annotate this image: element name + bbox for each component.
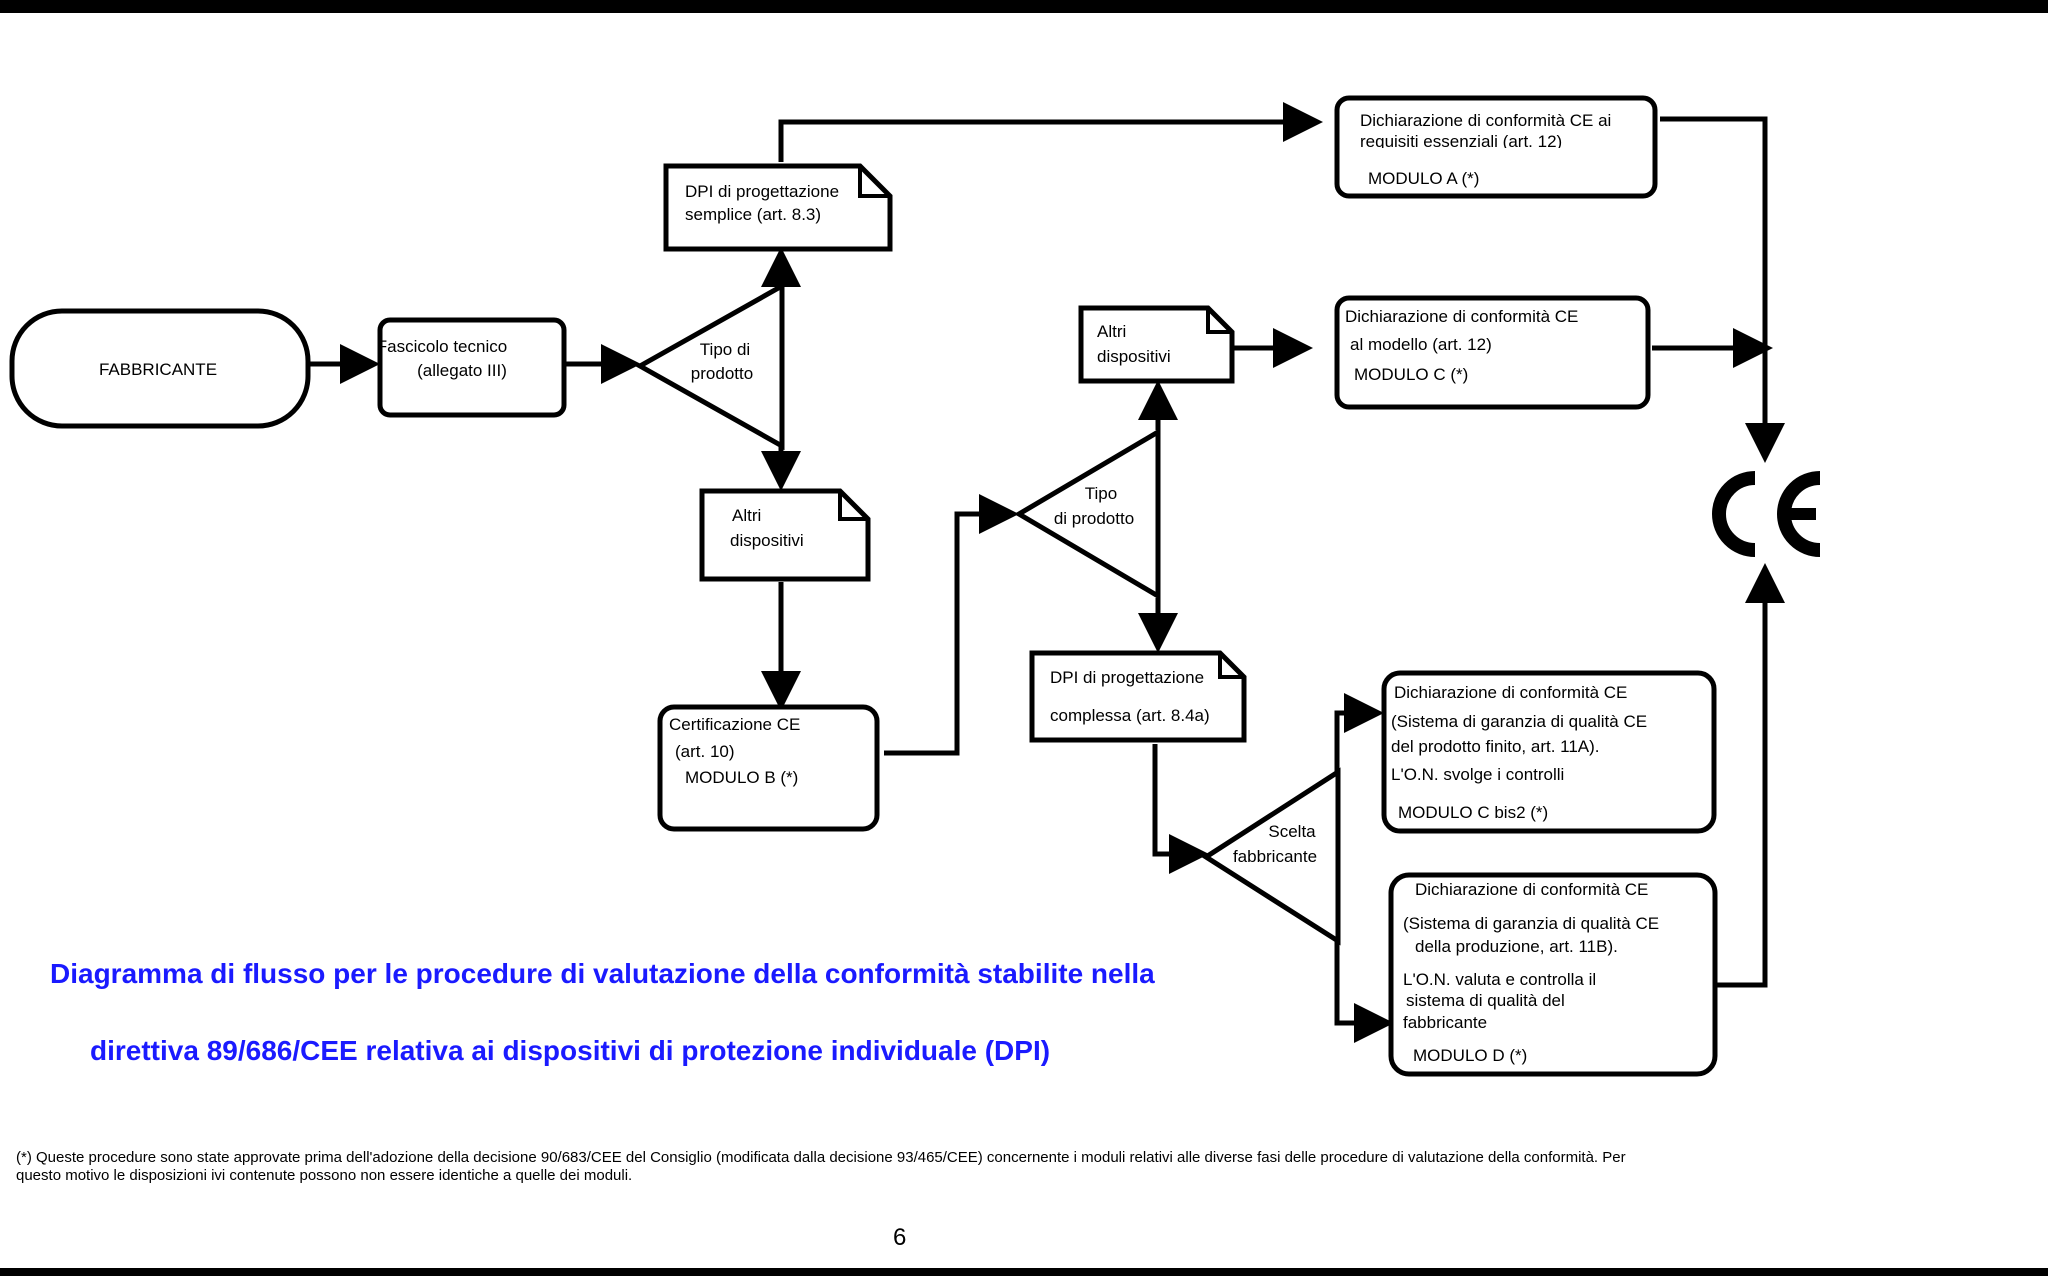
page-bottom-border — [0, 1268, 2048, 1276]
modulo-a-node: Dichiarazione di conformità CE ai requis… — [1334, 95, 1658, 199]
fascicolo-line-2: (allegato III) — [417, 361, 507, 380]
arrow-scelta-modulo-c-bis2 — [1334, 693, 1384, 790]
tipo1-line-2: prodotto — [691, 364, 753, 383]
scelta-line-1: Scelta — [1268, 822, 1316, 841]
modulo-a-line-2: requisiti essenziali (art. 12) — [1360, 132, 1562, 151]
modulo-c-node: Dichiarazione di conformità CE al modell… — [1334, 295, 1651, 410]
modulo-d-line-1: Dichiarazione di conformità CE — [1415, 880, 1648, 899]
arrow-modulo-d-ce — [1716, 563, 1785, 988]
certificazione-line-1: Certificazione CE — [669, 715, 800, 734]
altri1-line-1: Altri — [732, 506, 761, 525]
modulo-d-node: Dichiarazione di conformità CE (Sistema … — [1388, 872, 1718, 1077]
footnote: (*) Queste procedure sono state approvat… — [16, 1149, 1626, 1184]
altri2-line-1: Altri — [1097, 322, 1126, 341]
modulo-c-bis2-line-4: L'O.N. svolge i controlli — [1391, 765, 1564, 784]
modulo-c-line-1: Dichiarazione di conformità CE — [1345, 307, 1578, 326]
fabbricante-label: FABBRICANTE — [99, 360, 217, 379]
ce-mark-icon: CE — [1712, 471, 1821, 557]
modulo-d-line-6: fabbricante — [1403, 1013, 1487, 1032]
tipo2-line-1: Tipo — [1085, 484, 1117, 503]
modulo-c-line-2: al modello (art. 12) — [1350, 335, 1492, 354]
modulo-d-line-7: MODULO D (*) — [1413, 1046, 1527, 1065]
modulo-d-line-4: L'O.N. valuta e controlla il — [1403, 970, 1596, 989]
dpi-complessa-line-1: DPI di progettazione — [1050, 668, 1204, 687]
modulo-c-bis2-line-1: Dichiarazione di conformità CE — [1394, 683, 1627, 702]
arrow-modulo-a-ce — [1660, 116, 1785, 463]
page-number: 6 — [893, 1224, 907, 1251]
fascicolo-line-1: Fascicolo tecnico — [377, 337, 507, 356]
modulo-c-line-3: MODULO C (*) — [1354, 365, 1468, 384]
certificazione-node: Certificazione CE (art. 10) MODULO B (*) — [657, 704, 880, 832]
dpi-semplice-line-1: DPI di progettazione — [685, 182, 839, 201]
scelta-fabbricante-node: Scelta fabbricante — [1201, 767, 1341, 946]
certificazione-line-2: (art. 10) — [675, 742, 735, 761]
tipo2-line-2: di prodotto — [1054, 509, 1134, 528]
arrow-certificazione-tipo2 — [884, 494, 1019, 756]
modulo-d-line-5: sistema di qualità del — [1406, 991, 1565, 1010]
modulo-a-line-1: Dichiarazione di conformità CE ai — [1360, 111, 1611, 130]
dpi-complessa-line-2: complessa (art. 8.4a) — [1050, 706, 1210, 725]
page-top-border — [0, 0, 2048, 13]
tipo1-line-1: Tipo di — [700, 340, 750, 359]
tipo-prodotto-1-node: Tipo di prodotto — [634, 281, 785, 451]
tipo-prodotto-2-node: Tipo di prodotto — [1014, 427, 1161, 601]
scelta-line-2: fabbricante — [1233, 847, 1317, 866]
arrow-dpi-semplice-modulo-a — [778, 102, 1323, 162]
modulo-c-bis2-line-3: del prodotto finito, art. 11A). — [1391, 737, 1600, 756]
arrow-scelta-modulo-d — [1334, 925, 1394, 1043]
fascicolo-node: Fascicolo tecnico (allegato III) — [377, 317, 567, 418]
modulo-c-bis2-line-5: MODULO C bis2 (*) — [1398, 803, 1548, 822]
modulo-d-line-2: (Sistema di garanzia di qualità CE — [1403, 914, 1659, 933]
altri2-line-2: dispositivi — [1097, 347, 1171, 366]
altri-dispositivi-1-node: Altri dispositivi — [699, 488, 871, 582]
modulo-c-bis2-node: Dichiarazione di conformità CE (Sistema … — [1381, 670, 1717, 834]
certificazione-line-3: MODULO B (*) — [685, 768, 798, 787]
dpi-semplice-node: DPI di progettazione semplice (art. 8.3) — [663, 163, 893, 252]
dpi-complessa-node: DPI di progettazione complessa (art. 8.4… — [1029, 650, 1247, 743]
modulo-c-bis2-line-2: (Sistema di garanzia di qualità CE — [1391, 712, 1647, 731]
modulo-a-line-3: MODULO A (*) — [1368, 169, 1479, 188]
altri-dispositivi-2-node: Altri dispositivi — [1078, 305, 1235, 384]
caption-line-2: direttiva 89/686/CEE relativa ai disposi… — [90, 1035, 1051, 1066]
caption-line-1: Diagramma di flusso per le procedure di … — [50, 958, 1155, 989]
modulo-d-line-3: della produzione, art. 11B). — [1415, 937, 1618, 956]
fabbricante-node: FABBRICANTE — [9, 308, 311, 429]
arrow-dpi-complessa-scelta — [1152, 744, 1209, 874]
altri1-line-2: dispositivi — [730, 531, 804, 550]
dpi-semplice-line-2: semplice (art. 8.3) — [685, 205, 821, 224]
